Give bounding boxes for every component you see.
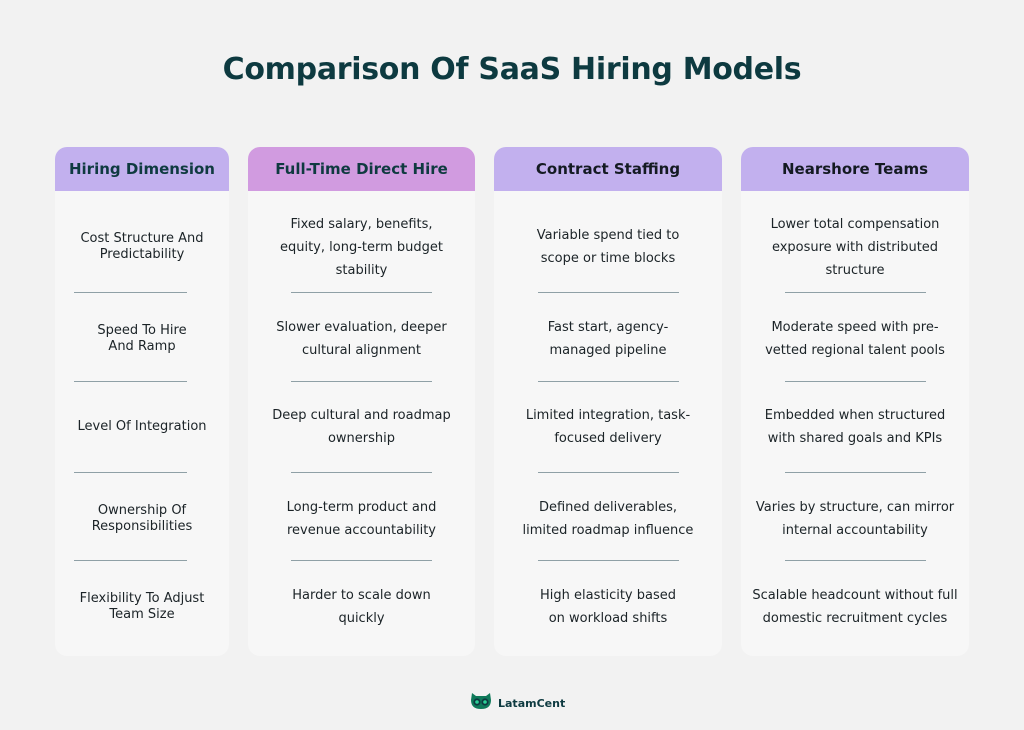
owl-icon — [470, 692, 492, 715]
table-cell: Fast start, agency-managed pipeline — [547, 320, 669, 358]
table-cell: Deep cultural and roadmap ownership — [272, 408, 451, 446]
page-title: Comparison Of SaaS Hiring Models — [222, 52, 802, 87]
row-divider — [291, 292, 432, 293]
table-cell: Embedded when structured with shared goa… — [764, 408, 946, 446]
column-full-time-direct-hire: Full-Time Direct Hire Fixed salary, bene… — [248, 147, 475, 656]
table-cell: Fixed salary, benefits, equity, long-ter… — [279, 216, 443, 278]
table-cell: Flexibility To Adjust Team Size — [79, 591, 205, 622]
brand-name: LatamCent — [498, 697, 566, 710]
table-cell: High elasticity based on workload shifts — [540, 588, 676, 626]
table-cell: Varies by structure, can mirror internal… — [755, 500, 955, 538]
row-divider — [785, 472, 926, 473]
table-cell: Moderate speed with pre-vetted regional … — [765, 320, 945, 358]
column-nearshore-teams: Nearshore Teams Lower total compensation… — [741, 147, 969, 656]
row-divider — [74, 292, 187, 293]
row-divider — [538, 472, 679, 473]
table-cell: Level Of Integration — [77, 419, 207, 434]
row-divider — [74, 560, 187, 561]
row-divider — [291, 381, 432, 382]
row-divider — [538, 381, 679, 382]
row-divider — [74, 381, 187, 382]
row-divider — [291, 560, 432, 561]
row-divider — [785, 292, 926, 293]
table-cell: Speed To Hire And Ramp — [97, 323, 187, 354]
row-divider — [74, 472, 187, 473]
table-cell: Lower total compensation exposure with d… — [770, 216, 940, 278]
row-divider — [291, 472, 432, 473]
column-header: Hiring Dimension — [55, 147, 229, 191]
table-cell: Ownership Of Responsibilities — [91, 503, 193, 534]
row-divider — [538, 560, 679, 561]
table-cell: Variable spend tied to scope or time blo… — [536, 228, 680, 266]
table-cell: Limited integration, task-focused delive… — [525, 408, 691, 446]
column-contract-staffing: Contract Staffing Variable spend tied to… — [494, 147, 722, 656]
table-cell: Cost Structure And Predictability — [80, 231, 204, 262]
footer-brand: LatamCent — [470, 692, 565, 715]
table-cell: Defined deliverables, limited roadmap in… — [522, 500, 694, 538]
table-cell: Slower evaluation, deeper cultural align… — [276, 320, 447, 358]
row-divider — [785, 381, 926, 382]
column-header: Nearshore Teams — [741, 147, 969, 191]
column-header: Contract Staffing — [494, 147, 722, 191]
table-cell: Long-term product and revenue accountabi… — [286, 500, 437, 538]
table-cell: Scalable headcount without full domestic… — [752, 588, 958, 626]
table-cell: Harder to scale down quickly — [292, 588, 431, 626]
column-header: Full-Time Direct Hire — [248, 147, 475, 191]
column-hiring-dimension: Hiring Dimension Cost Structure And Pred… — [55, 147, 229, 656]
row-divider — [538, 292, 679, 293]
row-divider — [785, 560, 926, 561]
